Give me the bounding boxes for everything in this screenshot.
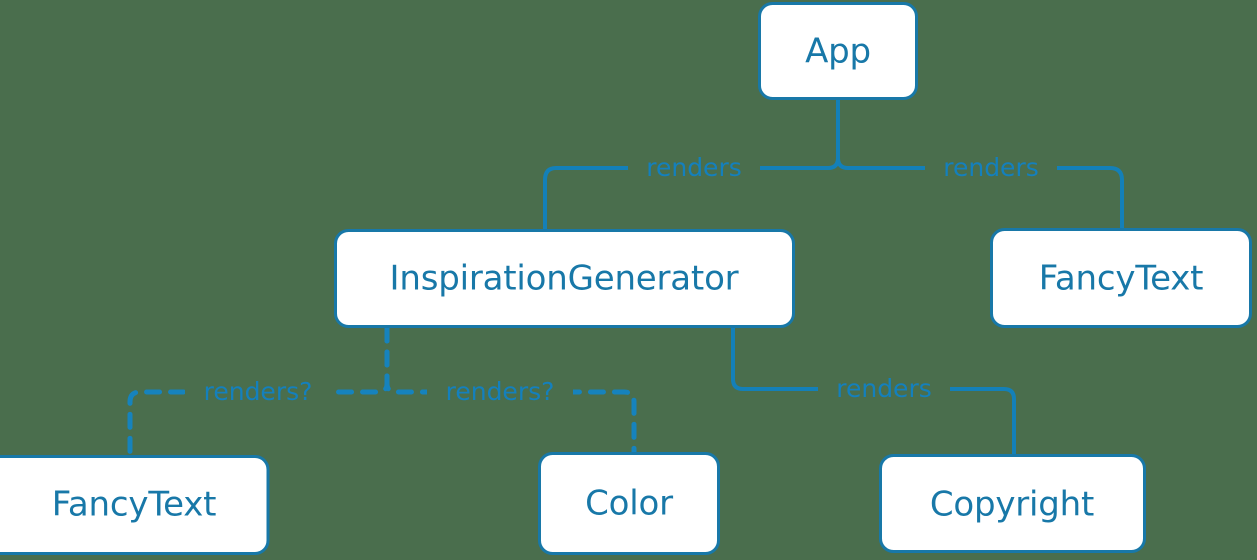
node-fancytext-top-box[interactable] (990, 228, 1252, 328)
node-fancytext-bottom-box[interactable] (0, 455, 270, 555)
edge-label-bg-1 (628, 152, 760, 184)
node-inspiration-generator-box[interactable] (334, 229, 795, 328)
node-copyright[interactable]: Copyright (879, 454, 1146, 553)
edge-label-bg-3 (185, 376, 331, 408)
edge-label-inspiration-generator-to-color: renders? (446, 377, 555, 406)
node-inspiration-generator-label: InspirationGenerator (390, 259, 739, 299)
node-color-box[interactable] (538, 452, 720, 555)
node-color[interactable]: Color (538, 452, 720, 555)
node-copyright-box[interactable] (879, 454, 1146, 553)
edge-label-app-to-inspiration-generator: renders (646, 153, 742, 182)
node-app-box[interactable] (758, 2, 918, 100)
edge-inspiration-generator-to-color-line (384, 325, 637, 455)
edge-label-bg-4 (427, 376, 573, 408)
node-copyright-label: Copyright (930, 485, 1094, 525)
node-fancytext-top-label: FancyText (1039, 259, 1204, 299)
edge-labels-layer: renders renders renders? renders? render… (185, 152, 1057, 408)
edge-label-bg-5 (818, 373, 950, 405)
node-app[interactable]: App (758, 2, 918, 100)
edge-label-inspiration-generator-to-fancytext-bottom: renders? (204, 377, 313, 406)
edge-label-bg-2 (925, 152, 1057, 184)
node-fancytext-bottom-label: FancyText (52, 485, 217, 525)
node-color-label: Color (585, 484, 673, 524)
node-fancytext-bottom[interactable]: FancyText (0, 455, 270, 555)
edge-label-inspiration-generator-to-copyright: renders (836, 374, 932, 403)
node-inspiration-generator[interactable]: InspirationGenerator (334, 229, 795, 328)
edge-label-app-to-fancytext-top: renders (943, 153, 1039, 182)
node-fancytext-top[interactable]: FancyText (990, 228, 1252, 328)
node-app-label: App (805, 32, 871, 72)
